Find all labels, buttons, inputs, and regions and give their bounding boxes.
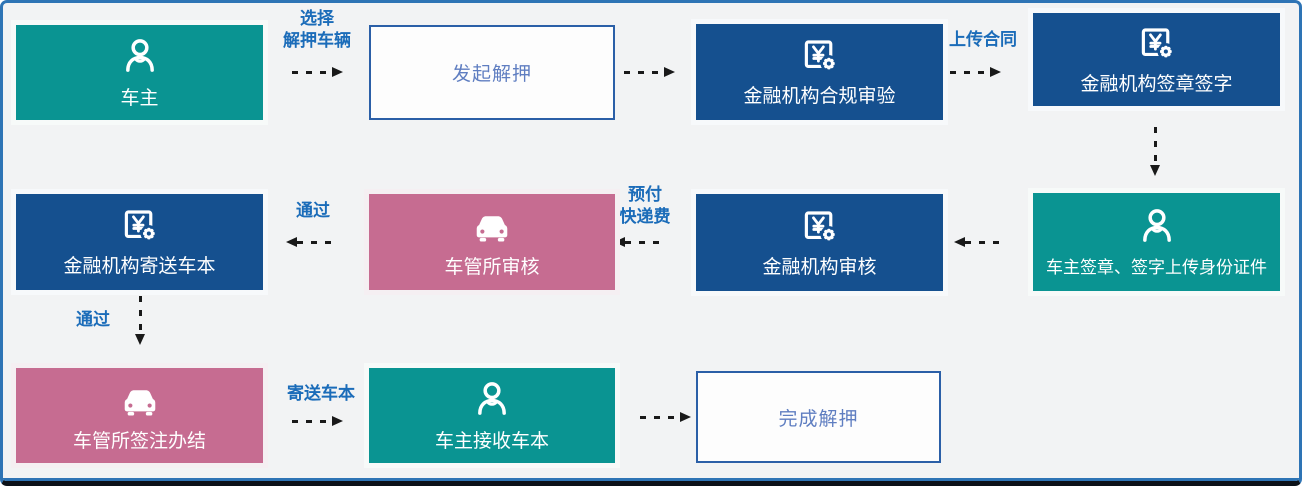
node-owner-receive: 车主接收车本 — [369, 368, 615, 463]
node-dmv-review: 车管所审核 — [369, 194, 615, 290]
edge-label-pass: 通过 — [296, 201, 330, 221]
person-icon — [1137, 206, 1177, 246]
arrow-down-icon — [1150, 127, 1160, 176]
node-label: 车管所审核 — [444, 256, 540, 278]
yuan-gear-icon — [1138, 24, 1176, 62]
node-sign: 金融机构签章签字 — [1033, 13, 1280, 106]
car-icon — [470, 205, 514, 245]
arrow-right-icon — [950, 67, 1001, 77]
arrow-right-icon — [292, 416, 343, 426]
yuan-gear-icon — [801, 36, 839, 74]
frame-bottom-line — [3, 478, 1299, 481]
yuan-gear-icon — [801, 207, 839, 245]
edge-label-upload-contract: 上传合同 — [949, 30, 1017, 50]
node-dmv-complete: 车管所签注办结 — [16, 368, 263, 463]
edge-label-send-book: 寄送车本 — [287, 384, 355, 404]
edge-label-select-vehicle: 选择 解押车辆 — [283, 9, 351, 52]
node-label: 车主接收车本 — [434, 429, 549, 452]
arrow-right-icon — [640, 412, 691, 422]
node-label: 金融机构签章签字 — [1080, 72, 1233, 95]
node-owner-sign: 车主签章、签字上传身份证件 — [1033, 193, 1280, 291]
node-compliance: 金融机构合规审验 — [696, 24, 943, 120]
node-label: 金融机构寄送车本 — [63, 255, 216, 277]
node-fin-review: 金融机构审核 — [696, 194, 943, 291]
node-label: 车主签章、签字上传身份证件 — [1046, 258, 1267, 278]
edge-label-prepay: 预付 快递费 — [619, 185, 671, 228]
edge-label-pass-down: 通过 — [76, 310, 110, 330]
arrow-right-icon — [292, 67, 343, 77]
node-label: 金融机构审核 — [762, 255, 877, 278]
arrow-down-icon — [135, 296, 145, 345]
node-label: 车主 — [120, 86, 159, 109]
yuan-gear-icon — [121, 206, 159, 244]
node-label: 车管所签注办结 — [72, 429, 206, 452]
car-icon — [118, 379, 162, 419]
node-label: 金融机构合规审验 — [743, 85, 896, 107]
arrow-left-icon — [614, 237, 665, 247]
arrow-left-icon — [286, 237, 337, 247]
node-complete: 完成解押 — [696, 371, 941, 463]
node-owner: 车主 — [16, 25, 263, 120]
person-icon — [472, 379, 512, 419]
person-icon — [120, 36, 160, 76]
node-label: 发起解押 — [451, 63, 532, 85]
node-initiate: 发起解押 — [369, 25, 615, 120]
arrow-left-icon — [954, 237, 1005, 247]
arrow-right-icon — [624, 67, 675, 77]
node-fin-send: 金融机构寄送车本 — [16, 194, 263, 290]
node-label: 完成解押 — [778, 407, 859, 430]
